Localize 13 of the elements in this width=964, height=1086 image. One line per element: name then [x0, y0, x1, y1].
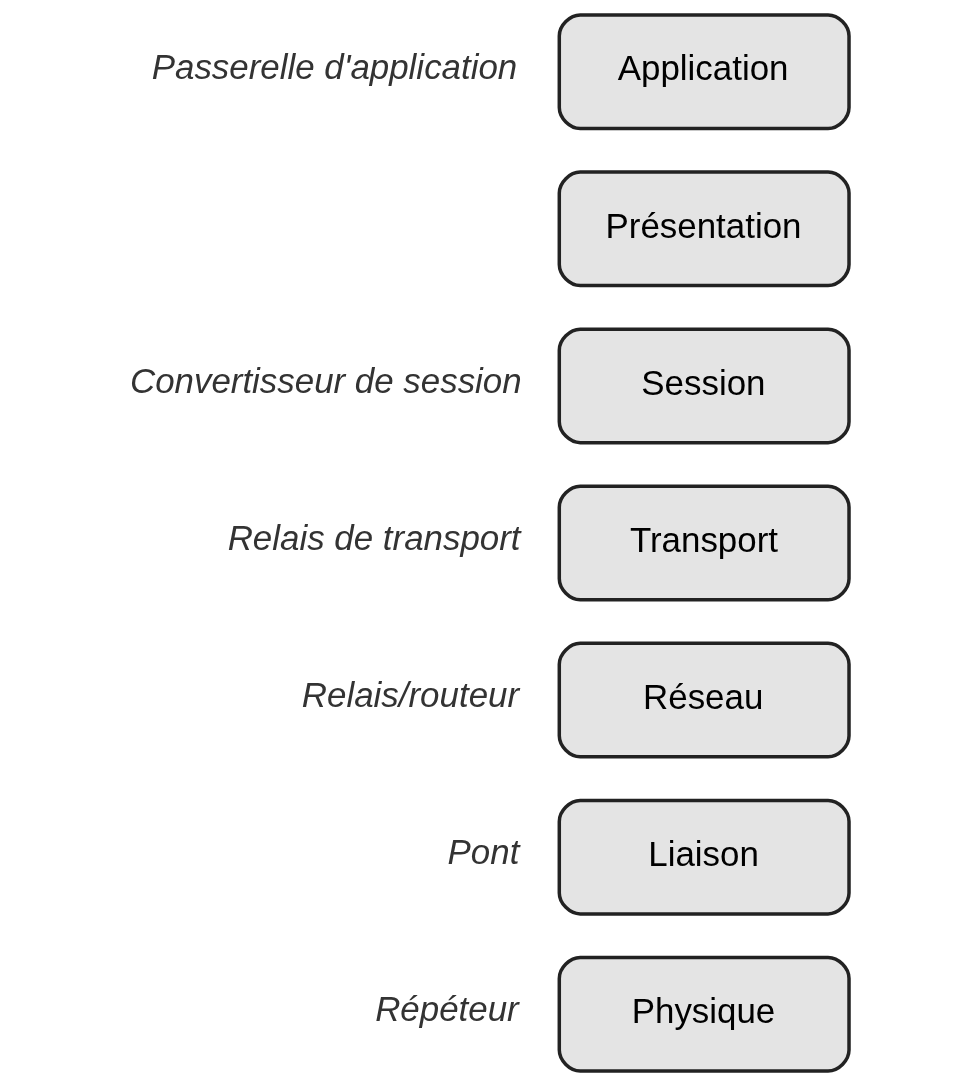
node-box: Session [557, 327, 851, 445]
node-box: Liaison [557, 798, 851, 916]
node-label: Relais de transport [227, 517, 521, 557]
node-box: Réseau [557, 641, 851, 759]
node-label: Répéteur [374, 989, 519, 1029]
node-label: Pont [447, 832, 519, 872]
node-box: Application [557, 13, 851, 131]
node-label: Passerelle d'application [151, 46, 517, 86]
node-box: Physique [557, 955, 851, 1073]
node-box: Présentation [557, 170, 851, 288]
node-box: Transport [557, 484, 851, 602]
node-label: Relais/routeur [301, 675, 519, 715]
node-label: Convertisseur de session [129, 360, 522, 400]
